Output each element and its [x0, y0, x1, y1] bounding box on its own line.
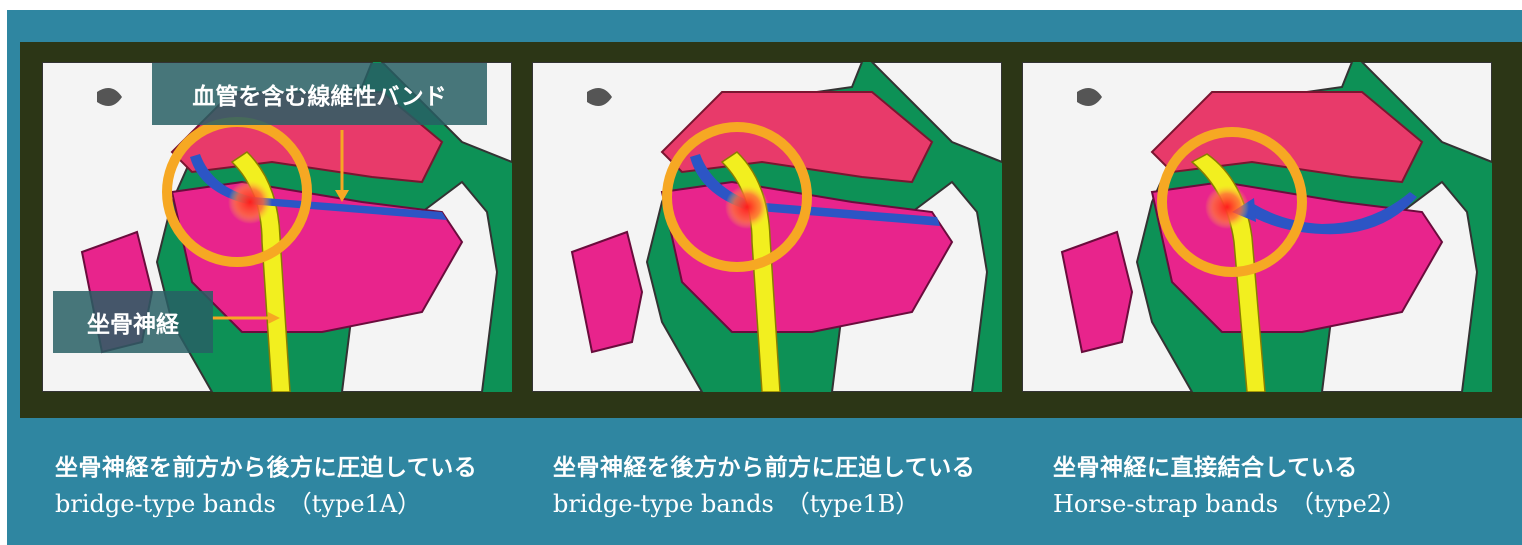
nerve-callout: 坐骨神経	[53, 291, 213, 353]
band-callout-label: 血管を含む線維性バンド	[192, 77, 446, 111]
attachment-point	[1205, 185, 1249, 229]
panel-type1b	[532, 62, 1002, 392]
panel-type2	[1022, 62, 1492, 392]
caption-jp-type1a: 坐骨神経を前方から後方に圧迫している	[55, 448, 477, 482]
compression-point	[725, 185, 769, 229]
caption-en-type1a: bridge-type bands （type1A）	[55, 484, 421, 519]
caption-jp-type1b: 坐骨神経を後方から前方に圧迫している	[553, 448, 975, 482]
caption-en-type2: Horse-strap bands （type2）	[1053, 484, 1406, 519]
band-callout: 血管を含む線維性バンド	[152, 63, 487, 125]
caption-en-type1b: bridge-type bands （type1B）	[553, 484, 919, 519]
caption-jp-type2: 坐骨神経に直接結合している	[1053, 448, 1358, 482]
anatomy-illustration	[532, 62, 1002, 392]
compression-point	[228, 180, 272, 224]
anatomy-illustration	[1022, 62, 1492, 392]
nerve-callout-label: 坐骨神経	[87, 305, 179, 339]
